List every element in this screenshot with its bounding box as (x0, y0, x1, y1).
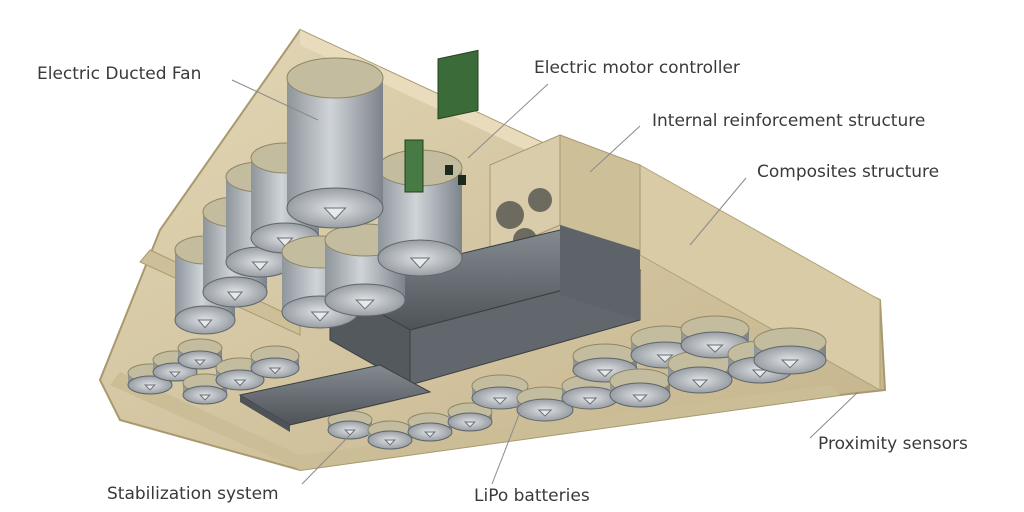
ducted-fan (680, 315, 750, 359)
ducted-fan (250, 345, 300, 379)
ducted-fan (753, 327, 827, 375)
label-electric-motor-controller: Electric motor controller (534, 58, 740, 78)
label-stabilization-system: Stabilization system (107, 484, 279, 504)
motor-controller-boards (404, 49, 479, 193)
ducted-fan (367, 420, 413, 450)
label-proximity-sensors: Proximity sensors (818, 434, 968, 454)
ducted-fan (572, 343, 638, 383)
ducted-fan (407, 412, 453, 442)
label-composites-structure: Composites structure (757, 162, 940, 182)
ducted-fans-upper (174, 57, 463, 335)
lipo-battery-packs (238, 225, 642, 432)
ducted-fan (447, 402, 493, 432)
label-electric-ducted-fan: Electric Ducted Fan (37, 64, 202, 84)
ducted-fan (609, 368, 671, 408)
fan-array-lower (127, 315, 827, 450)
label-internal-reinforcement-structure: Internal reinforcement structure (652, 111, 926, 131)
label-lipo-batteries: LiPo batteries (474, 486, 590, 506)
ducted-fan (471, 374, 529, 410)
ducted-fan (327, 410, 373, 440)
ducted-fan (177, 338, 223, 370)
ducted-fan (286, 57, 384, 229)
ducted-fan (377, 149, 463, 277)
leader-lines (231, 79, 859, 485)
ducted-fan (516, 386, 574, 422)
